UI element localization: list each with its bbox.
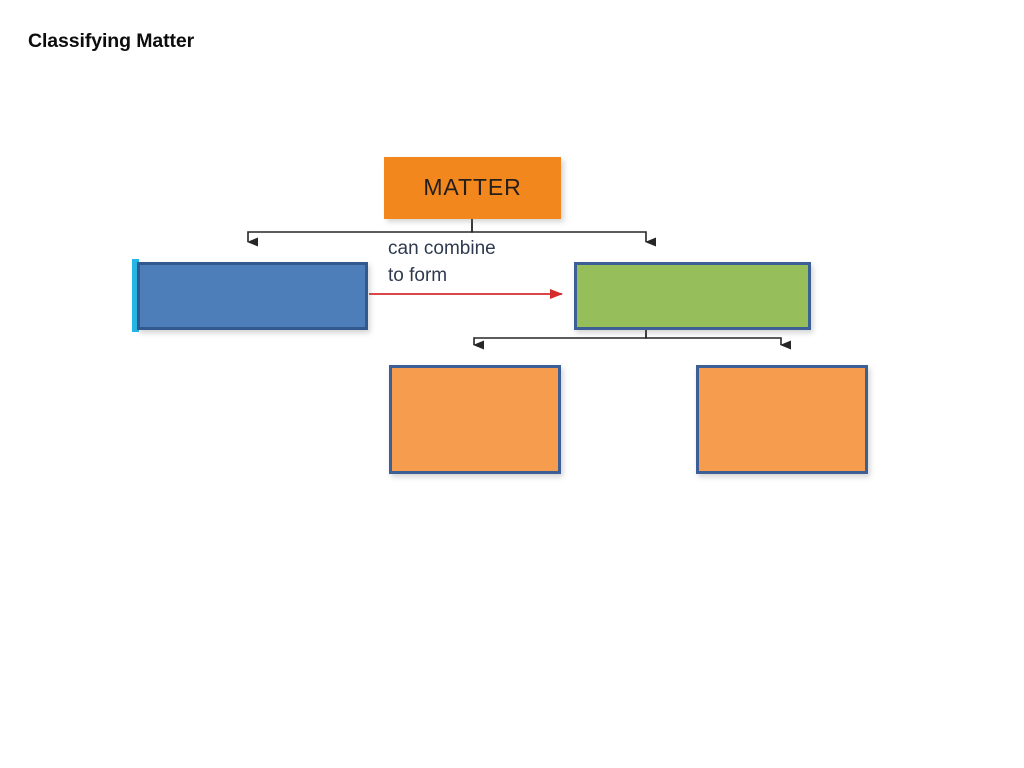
node-matter-label: MATTER — [423, 174, 522, 201]
node-leaf-right-blank[interactable] — [696, 365, 868, 474]
blue-node-accent-strip — [132, 259, 139, 332]
node-leaf-left-blank[interactable] — [389, 365, 561, 474]
edge-caption-can-combine-to-form: can combine to form — [388, 238, 496, 286]
node-blue-blank[interactable] — [137, 262, 368, 330]
node-green-blank[interactable] — [574, 262, 811, 330]
node-matter[interactable]: MATTER — [384, 157, 561, 219]
page-title: Classifying Matter — [28, 30, 195, 52]
edge-green-to-leaves — [473, 330, 791, 350]
